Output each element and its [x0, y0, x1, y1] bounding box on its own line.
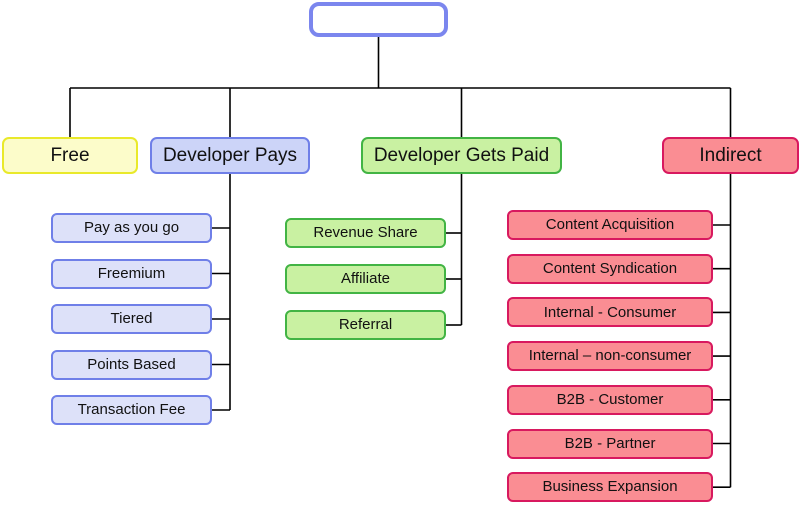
item-node: Internal – non-consumer — [507, 341, 713, 372]
item-node: Revenue Share — [285, 218, 446, 248]
item-node: Business Expansion — [507, 472, 713, 503]
item-node: B2B - Partner — [507, 428, 713, 459]
item-node: Pay as you go — [51, 213, 212, 243]
item-node: Points Based — [51, 349, 212, 380]
item-node: Affiliate — [285, 264, 446, 294]
category-header-free: Free — [2, 137, 138, 174]
item-node: B2B - Customer — [507, 384, 713, 415]
root-node — [309, 2, 448, 37]
category-header-developer-gets-paid: Developer Gets Paid — [361, 137, 562, 174]
item-node: Content Syndication — [507, 253, 713, 284]
item-node: Content Acquisition — [507, 210, 713, 240]
item-node: Transaction Fee — [51, 395, 212, 425]
item-node: Internal - Consumer — [507, 297, 713, 328]
category-header-indirect: Indirect — [662, 137, 799, 174]
item-node: Tiered — [51, 304, 212, 334]
category-header-developer-pays: Developer Pays — [150, 137, 310, 174]
item-node: Freemium — [51, 258, 212, 289]
item-node: Referral — [285, 310, 446, 340]
